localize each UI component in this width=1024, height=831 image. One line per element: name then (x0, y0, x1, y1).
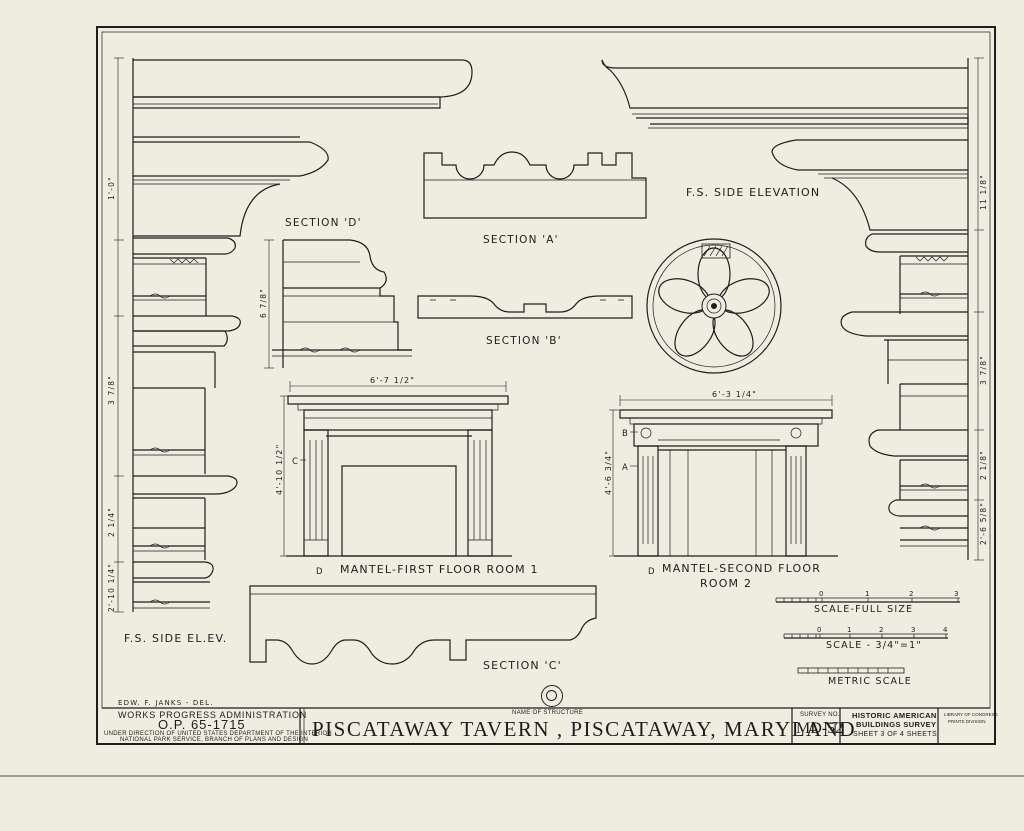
scale-full-tick-0: 0 (819, 590, 825, 598)
mantel-second-floor (609, 395, 838, 557)
corner-rosette (646, 238, 782, 374)
label-mantel-first-floor: MANTEL-FIRST FLOOR ROOM 1 (340, 563, 539, 576)
scale-34-tick-4: 4 (943, 626, 949, 634)
title-block-grid (102, 707, 990, 744)
label-mantel-second-floor: MANTEL-SECOND FLOOR (662, 562, 821, 575)
dim-mantel2-height: 4'-6 3/4" (604, 450, 613, 495)
scale-full-tick-3: 3 (954, 590, 960, 598)
scale-bars (775, 597, 960, 674)
dim-section-d: 6 7/8" (259, 288, 268, 318)
label-scale-three-quarter: SCALE - 3/4"=1" (826, 640, 922, 651)
dim-left-mid: 3 7/8" (107, 375, 116, 405)
right-side-elevation (601, 57, 984, 561)
label-section-c: SECTION 'C' (483, 659, 562, 672)
label-section-b: SECTION 'B' (486, 335, 562, 347)
dim-left-top: 1'-0" (107, 176, 116, 200)
label-section-a: SECTION 'A' (483, 234, 559, 246)
tb-name-caption: NAME OF STRUCTURE (512, 710, 584, 716)
left-side-elevation (114, 57, 473, 613)
section-b-profile (417, 295, 633, 319)
service-seal-icon (541, 685, 563, 707)
dim-right-mid: 3 7/8" (979, 355, 988, 385)
label-fs-side-elev-left: F.S. SIDE EL.EV. (124, 632, 228, 645)
dim-mantel1-height: 4'-10 1/2" (275, 444, 284, 495)
dim-right-bottom: 2'-6 5/8" (979, 502, 988, 545)
tb-under-direction: UNDER DIRECTION OF UNITED STATES DEPARTM… (104, 731, 333, 737)
tb-agency: WORKS PROGRESS ADMINISTRATION (118, 710, 308, 720)
marker-d-first: D (316, 567, 324, 577)
dim-left-bottom: 2'-10 1/4" (107, 563, 116, 612)
tb-structure-name: PISCATAWAY TAVERN , PISCATAWAY, MARYLAND (312, 717, 857, 741)
scale-full-tick-1: 1 (865, 590, 871, 598)
dim-mantel1-width: 6'-7 1/2" (370, 376, 415, 385)
dim-right-top: 11 1/8" (979, 174, 988, 210)
marker-a: A (622, 463, 629, 473)
scale-34-tick-3: 3 (911, 626, 917, 634)
label-scale-full-size: SCALE-FULL SIZE (814, 604, 913, 615)
marker-c: C (292, 457, 299, 467)
marker-d-second: D (648, 567, 656, 577)
scale-34-tick-2: 2 (879, 626, 885, 634)
dim-mantel2-width: 6'-3 1/4" (712, 390, 757, 399)
label-metric-scale: METRIC SCALE (828, 676, 912, 687)
section-c-profile (249, 585, 597, 665)
tb-library-note-2: PRINTS DIVISION (948, 719, 986, 724)
label-fs-side-elev-right: F.S. SIDE ELEVATION (686, 186, 820, 199)
tb-library-note-1: LIBRARY OF CONGRESS (944, 712, 998, 717)
tb-habs-line1: HISTORIC AMERICAN (852, 711, 937, 720)
scale-full-tick-2: 2 (909, 590, 915, 598)
section-d-profile (264, 239, 412, 369)
marker-b: B (622, 429, 629, 439)
tb-survey-caption: SURVEY NO. (800, 712, 840, 718)
section-a-profile (423, 151, 647, 219)
dim-right-low: 2 1/8" (979, 450, 988, 480)
tb-op-number: O.P. 65-1715 (158, 717, 246, 732)
scale-34-tick-1: 1 (847, 626, 853, 634)
tb-park-service: NATIONAL PARK SERVICE, BRANCH OF PLANS A… (120, 737, 309, 743)
label-draftsman: EDW. F. JANKS - DEL. (118, 699, 214, 707)
outer-border (96, 26, 996, 745)
tb-habs-line2: BUILDINGS SURVEY (856, 720, 937, 729)
tb-sheet-info: SHEET 3 OF 4 SHEETS (853, 731, 938, 738)
label-room-2: ROOM 2 (700, 577, 752, 590)
mantel-first-floor (280, 381, 512, 557)
label-section-d: SECTION 'D' (285, 217, 362, 229)
tb-survey-number: MD-52 (796, 720, 844, 737)
dim-left-low: 2 1/4" (107, 507, 116, 537)
scale-34-tick-0: 0 (817, 626, 823, 634)
